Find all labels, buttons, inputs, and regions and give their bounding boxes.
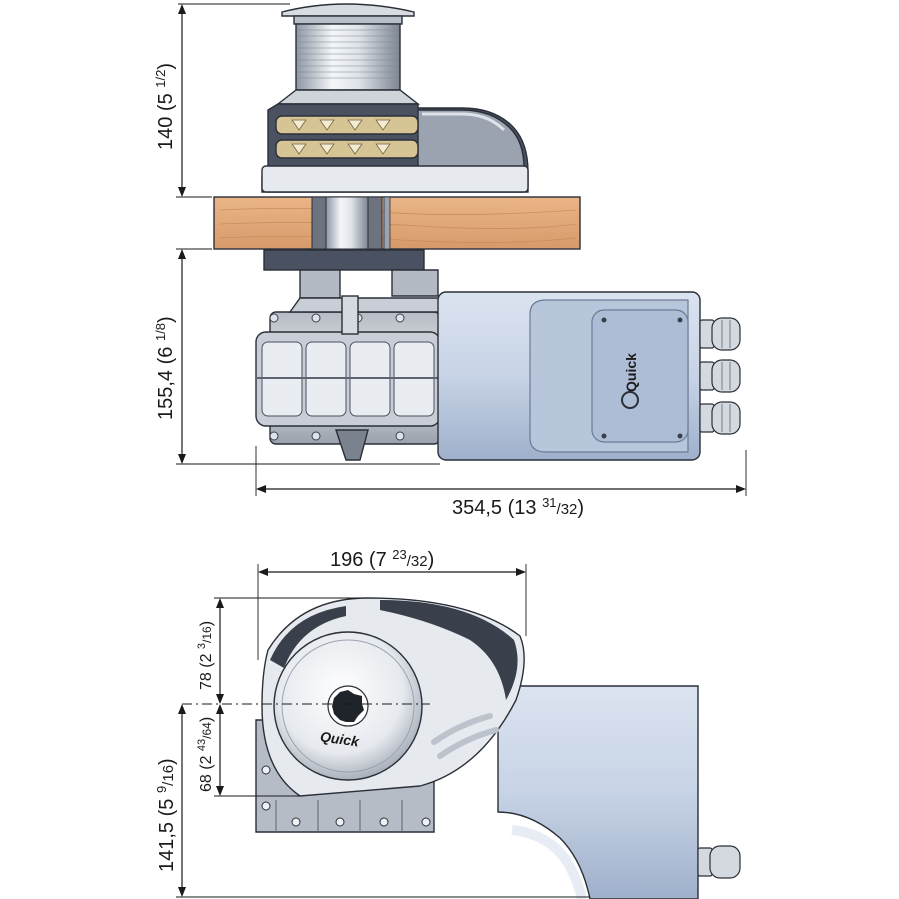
dim-label-length: 354,5 (13 31/32) [452, 495, 584, 519]
top-view: Quick 196 (7 23/32) [154, 547, 741, 899]
svg-text:354,5 (13 31/32): 354,5 (13 31/32) [452, 495, 584, 519]
drum-top: Quick [273, 631, 423, 781]
dim-label-height-bottom: 155,4 (6 1/8) [153, 316, 177, 420]
svg-text:68 (2 43/64): 68 (2 43/64) [196, 717, 215, 792]
dim-label-height-top: 140 (5 1/2) [153, 63, 177, 150]
cable-glands [699, 317, 741, 435]
motor-top [497, 685, 741, 899]
svg-text:78 (2 3/16): 78 (2 3/16) [196, 621, 215, 690]
gearbox [255, 249, 441, 461]
dim-label-center: 68 (2 43/64) [196, 717, 215, 792]
svg-text:141,5 (5 9/16): 141,5 (5 9/16) [154, 758, 178, 872]
svg-text:140 (5 1/2): 140 (5 1/2) [153, 63, 177, 150]
dim-label-rear: 141,5 (5 9/16) [154, 758, 178, 872]
capstan-drum [275, 3, 421, 105]
quick-logo-side: Quick [621, 353, 639, 409]
side-view: Quick [153, 3, 747, 519]
quick-logo-top: Quick [319, 728, 361, 749]
svg-text:196 (7 23/32): 196 (7 23/32) [330, 547, 434, 571]
svg-text:Quick: Quick [623, 353, 639, 392]
dim-label-width: 196 (7 23/32) [330, 547, 434, 571]
side-dimensions [176, 3, 747, 496]
svg-text:155,4 (6 1/8): 155,4 (6 1/8) [153, 316, 177, 420]
dim-label-front: 78 (2 3/16) [196, 621, 215, 690]
gypsy-housing [261, 103, 529, 193]
motor-side: Quick [437, 291, 701, 461]
deck-plate [213, 196, 581, 250]
top-dimensions [176, 564, 590, 898]
